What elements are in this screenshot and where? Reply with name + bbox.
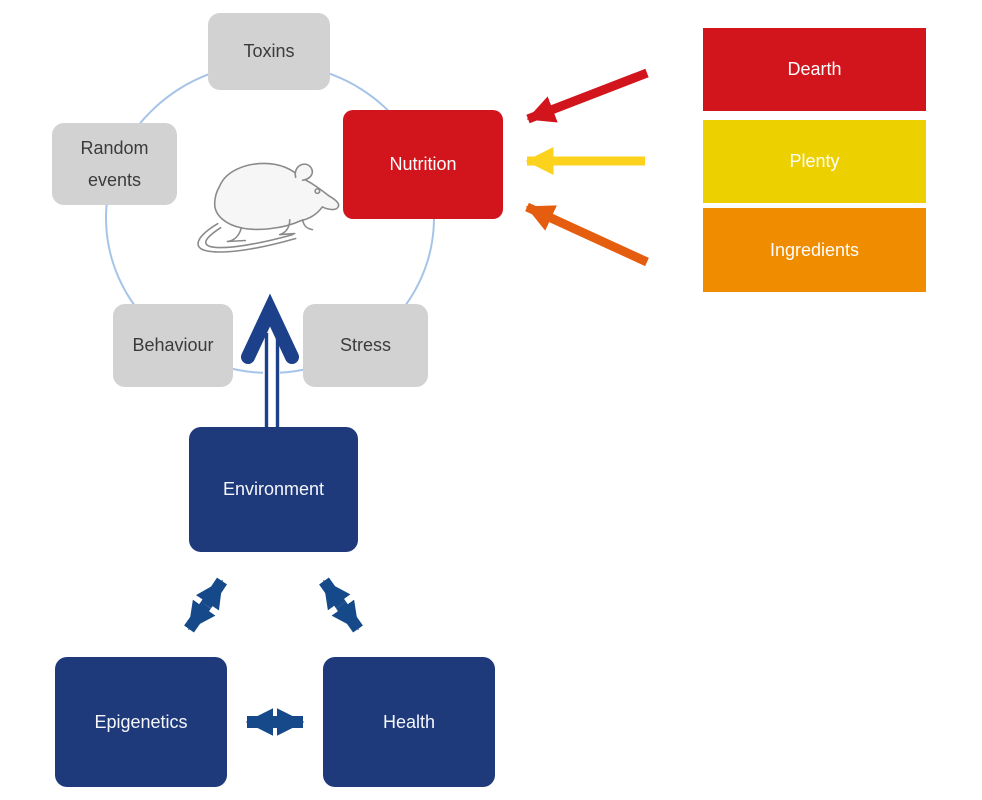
- cycle-box-stress: Stress: [303, 304, 428, 387]
- toxins-label: Toxins: [243, 41, 295, 62]
- random-events-label: Random events: [80, 137, 149, 190]
- mouse-icon: [197, 162, 340, 253]
- cycle-box-random-events: Random events: [52, 123, 177, 205]
- arrow-environment-epigenetics: [184, 577, 227, 633]
- plenty-label: Plenty: [789, 151, 840, 172]
- stress-label: Stress: [339, 335, 391, 356]
- input-box-ingredients: Ingredients: [703, 208, 926, 292]
- cycle-box-nutrition: Nutrition: [343, 110, 503, 219]
- cycle-box-behaviour: Behaviour: [113, 304, 233, 387]
- epigenetics-label: Epigenetics: [94, 711, 188, 732]
- dearth-label: Dearth: [787, 59, 842, 80]
- input-box-plenty: Plenty: [703, 120, 926, 203]
- box-epigenetics: Epigenetics: [55, 657, 227, 787]
- ingredients-label: Ingredients: [769, 239, 860, 260]
- arrow-dearth-to-nutrition: [526, 68, 649, 124]
- environment-label: Environment: [222, 479, 325, 500]
- health-label: Health: [382, 711, 436, 732]
- arrow-environment-health: [319, 577, 363, 633]
- cycle-box-toxins: Toxins: [208, 13, 330, 90]
- input-box-dearth: Dearth: [703, 28, 926, 111]
- behaviour-label: Behaviour: [132, 335, 214, 356]
- box-environment: Environment: [189, 427, 358, 552]
- arrow-ingredients-to-nutrition: [525, 202, 649, 267]
- nutrition-label: Nutrition: [389, 154, 457, 175]
- box-health: Health: [323, 657, 495, 787]
